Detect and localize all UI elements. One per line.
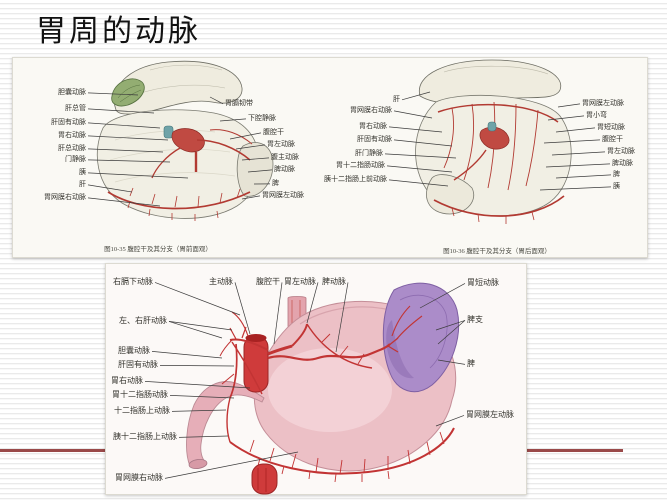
- figure-caption: 图10-36 腹腔干及其分支（胃后面观）: [443, 248, 551, 255]
- figure-caption: 图10-35 腹腔干及其分支（胃前面观）: [104, 246, 212, 253]
- atlas-scan-panel: [12, 57, 648, 258]
- color-figure-panel: [105, 263, 527, 495]
- slide-title: 胃周的动脉: [36, 15, 201, 48]
